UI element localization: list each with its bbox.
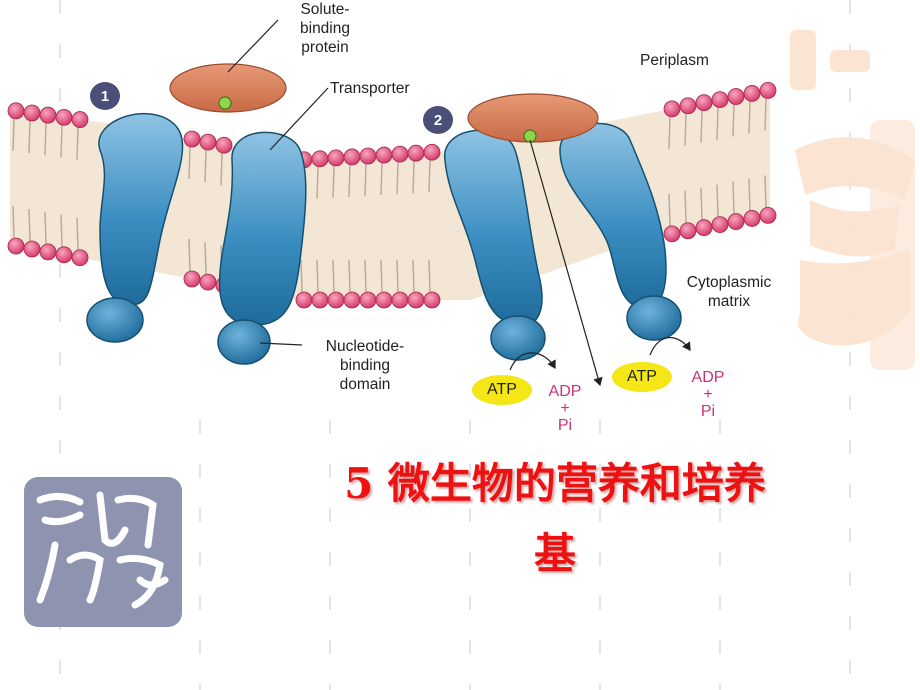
slide-title-line1: 5 微生物的营养和培养 xyxy=(344,459,766,508)
phospholipid-head xyxy=(423,291,441,309)
atp-badge-2: ATP xyxy=(612,362,672,392)
phospholipid-head xyxy=(215,136,233,154)
phospholipid-head xyxy=(23,104,41,122)
phospholipid-head xyxy=(679,222,697,240)
transporter-complex-1 xyxy=(86,112,307,365)
solute-molecule xyxy=(218,96,232,110)
phospholipid-head xyxy=(23,240,41,258)
phospholipid-head xyxy=(311,150,329,168)
phospholipid-head xyxy=(327,291,345,309)
phospholipid-head xyxy=(663,225,681,243)
leader-lines xyxy=(227,19,691,387)
atp-badge-1: ATP xyxy=(472,375,532,405)
phospholipid-head xyxy=(711,91,729,109)
step-marker-2: 2 xyxy=(423,106,453,134)
transporter-complex-2 xyxy=(444,93,682,361)
phospholipid-head xyxy=(663,100,681,118)
slide-title-line2: 基 xyxy=(533,529,576,578)
phospholipid-head xyxy=(743,210,761,227)
phospholipid-head xyxy=(727,213,745,230)
phospholipid-head xyxy=(295,291,313,309)
solute-binding-protein-label: Solute- binding protein xyxy=(300,1,350,56)
phospholipid-head xyxy=(679,97,697,115)
phospholipid-head xyxy=(423,143,441,161)
phospholipid-head xyxy=(71,249,89,267)
phospholipid-head xyxy=(199,273,217,291)
calligraphy-watermark xyxy=(790,30,915,370)
phospholipid-head xyxy=(7,102,25,120)
phospholipid-head xyxy=(759,206,777,224)
nucleotide-binding-domain-label: Nucleotide- binding domain xyxy=(325,338,405,393)
phospholipid-head xyxy=(695,94,713,112)
phospholipid-head xyxy=(183,130,201,148)
phospholipid-head xyxy=(71,111,89,128)
phospholipid-head xyxy=(375,291,393,309)
phospholipid-head xyxy=(343,291,361,309)
phospholipid-head xyxy=(39,243,57,261)
phospholipid-head xyxy=(7,237,25,255)
phospholipid-head xyxy=(695,219,713,237)
phospholipid-head xyxy=(711,216,729,234)
phospholipid-head xyxy=(359,291,377,309)
phospholipid-head xyxy=(343,148,361,166)
phospholipid-head xyxy=(327,149,345,167)
phospholipid-head xyxy=(407,144,425,162)
transporter-label: Transporter xyxy=(330,80,410,97)
phospholipid-head xyxy=(375,146,393,164)
periplasm-label: Periplasm xyxy=(640,52,709,69)
cytoplasmic-matrix-label: Cytoplasmic matrix xyxy=(686,274,772,310)
solute-binding-protein-free xyxy=(169,63,287,113)
phospholipid-head xyxy=(407,291,425,309)
phospholipid-head xyxy=(39,106,57,124)
phospholipid-head xyxy=(183,270,201,288)
phospholipid-head xyxy=(55,246,73,264)
phospholipid-head xyxy=(759,81,777,99)
phospholipid-head xyxy=(391,145,409,163)
phospholipid-head xyxy=(55,108,73,126)
phospholipid-head xyxy=(359,147,377,165)
adp-pi-label-2: ADP + Pi xyxy=(691,369,725,420)
phospholipid-head xyxy=(311,291,329,309)
phospholipid-head xyxy=(199,133,217,151)
phospholipid-head xyxy=(391,291,409,309)
phospholipid-head xyxy=(743,85,761,102)
seal-stamp xyxy=(24,477,182,627)
phospholipid-head xyxy=(727,88,745,105)
adp-pi-label-1: ADP + Pi xyxy=(548,383,582,434)
step-marker-1: 1 xyxy=(90,82,120,110)
